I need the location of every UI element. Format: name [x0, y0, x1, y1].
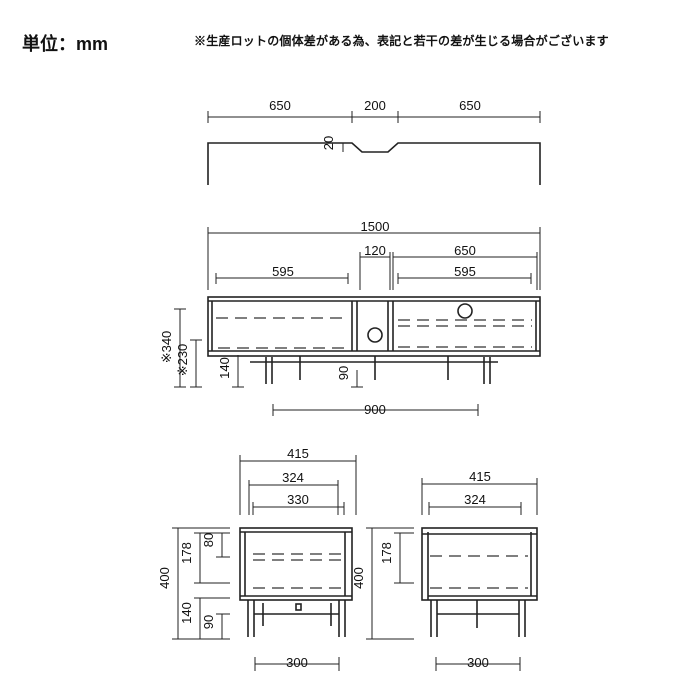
left-side-inner2: 330 [287, 492, 309, 507]
front-total-width: 1500 [361, 219, 390, 234]
front-right-width: 650 [454, 243, 476, 258]
front-height-total: ※340 [159, 331, 174, 364]
lot-variation-note: ※生産ロットの個体差がある為、表記と若干の差が生じる場合がございます [194, 34, 609, 48]
front-height-body: ※230 [175, 344, 190, 377]
top-center-dim: 200 [364, 98, 386, 113]
side-view-right: 415 324 300 400 178 [351, 469, 538, 671]
right-side-depth: 415 [469, 469, 491, 484]
front-right-inner: 595 [454, 264, 476, 279]
left-side-height: 400 [157, 567, 172, 589]
left-side-inner1: 324 [282, 470, 304, 485]
front-leg-height: 140 [217, 357, 232, 379]
right-side-leg-span: 300 [467, 655, 489, 670]
top-depth-dim: 20 [321, 136, 336, 150]
left-side-leg2: 90 [201, 615, 216, 629]
right-side-inner: 324 [464, 492, 486, 507]
side-view-left: 415 324 330 300 400 178 80 140 90 [157, 446, 357, 671]
front-center-width: 120 [364, 243, 386, 258]
front-left-inner: 595 [272, 264, 294, 279]
right-side-upper: 178 [379, 542, 394, 564]
left-side-leg-span: 300 [286, 655, 308, 670]
top-left-dim: 650 [269, 98, 291, 113]
top-view: 650 200 650 20 [207, 98, 541, 185]
front-view: 1500 595 120 650 595 900 ※340 ※230 140 9… [159, 219, 541, 417]
left-side-leg: 140 [179, 602, 194, 624]
right-side-height: 400 [351, 567, 366, 589]
unit-label: 単位：mm [22, 34, 109, 54]
left-side-drawer: 80 [201, 533, 216, 547]
left-side-upper: 178 [179, 542, 194, 564]
top-right-dim: 650 [459, 98, 481, 113]
front-leg-span: 900 [364, 402, 386, 417]
left-side-depth: 415 [287, 446, 309, 461]
front-center-leg: 90 [336, 366, 351, 380]
